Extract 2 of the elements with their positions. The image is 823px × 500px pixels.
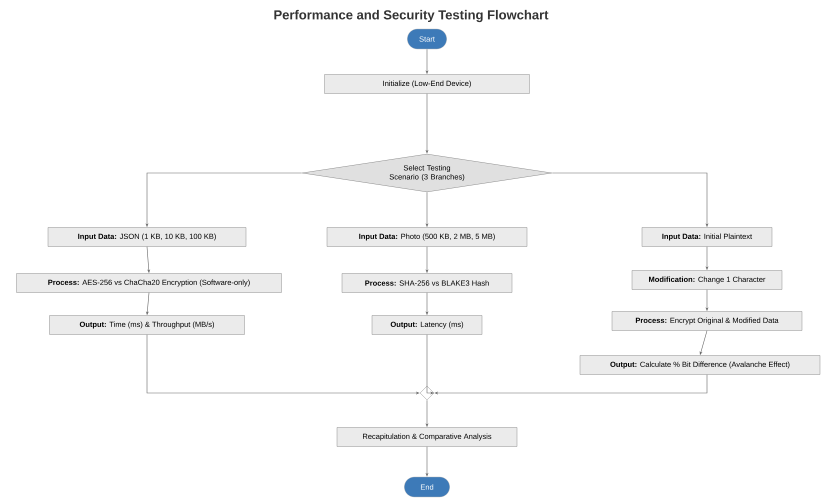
merge-diamond [420,386,434,400]
title: Performance and Security Testing Flowchart [274,10,548,22]
